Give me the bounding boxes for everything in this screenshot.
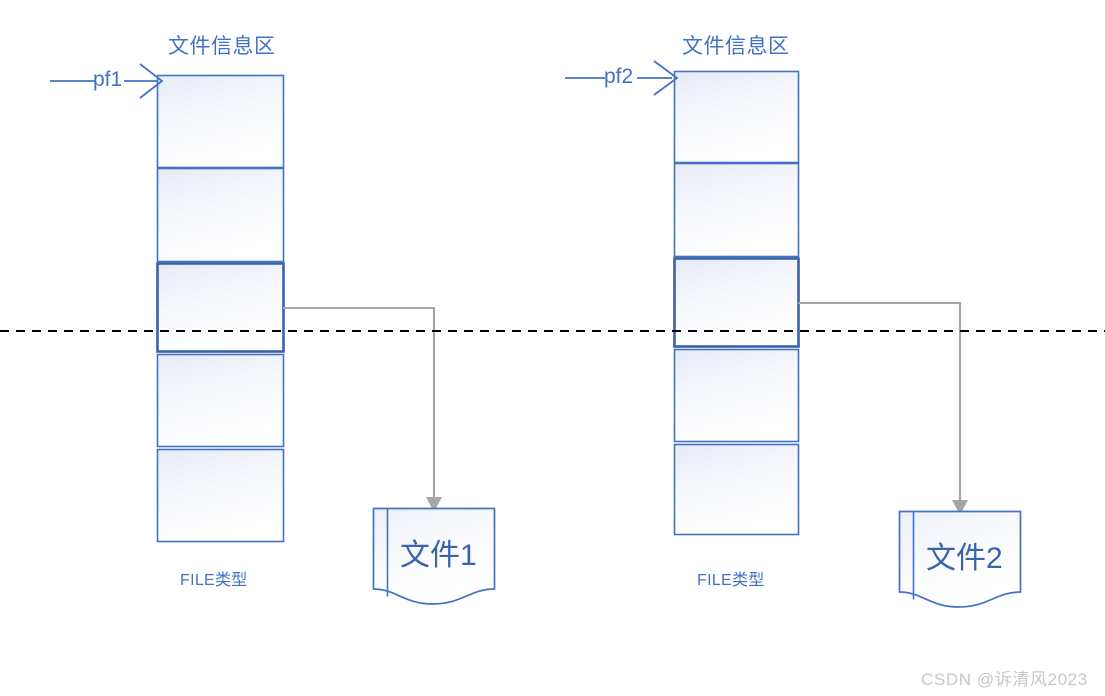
right-segment-5	[673, 443, 800, 536]
right-pointer-arrowhead-icon	[653, 60, 679, 96]
right-segment-2	[673, 162, 800, 258]
left-segment-2	[156, 167, 285, 263]
right-struct-label: FILE类型	[697, 572, 765, 589]
right-connector-line	[798, 301, 962, 500]
left-connector-arrowhead-icon	[426, 497, 442, 512]
right-connector-arrowhead-icon	[952, 500, 968, 515]
csdn-watermark: CSDN @诉清风2023	[921, 670, 1088, 689]
left-segment-1	[156, 74, 285, 169]
right-segment-3	[673, 257, 800, 348]
right-pointer-label: pf2	[604, 65, 634, 88]
left-segment-5	[156, 448, 285, 543]
right-segment-1	[673, 70, 800, 164]
left-pointer-label: pf1	[93, 68, 123, 91]
right-zone-title: 文件信息区	[682, 35, 790, 58]
right-file-structure	[565, 60, 1022, 608]
left-struct-label: FILE类型	[180, 572, 248, 589]
left-file-structure	[50, 63, 496, 605]
left-document-label: 文件1	[400, 539, 477, 572]
left-zone-title: 文件信息区	[168, 35, 276, 58]
right-document-label: 文件2	[926, 542, 1003, 575]
right-segment-4	[673, 348, 800, 443]
left-segment-3	[156, 262, 285, 353]
left-pointer-arrowhead-icon	[139, 63, 164, 99]
left-segment-4	[156, 353, 285, 448]
left-connector-line	[283, 306, 436, 497]
